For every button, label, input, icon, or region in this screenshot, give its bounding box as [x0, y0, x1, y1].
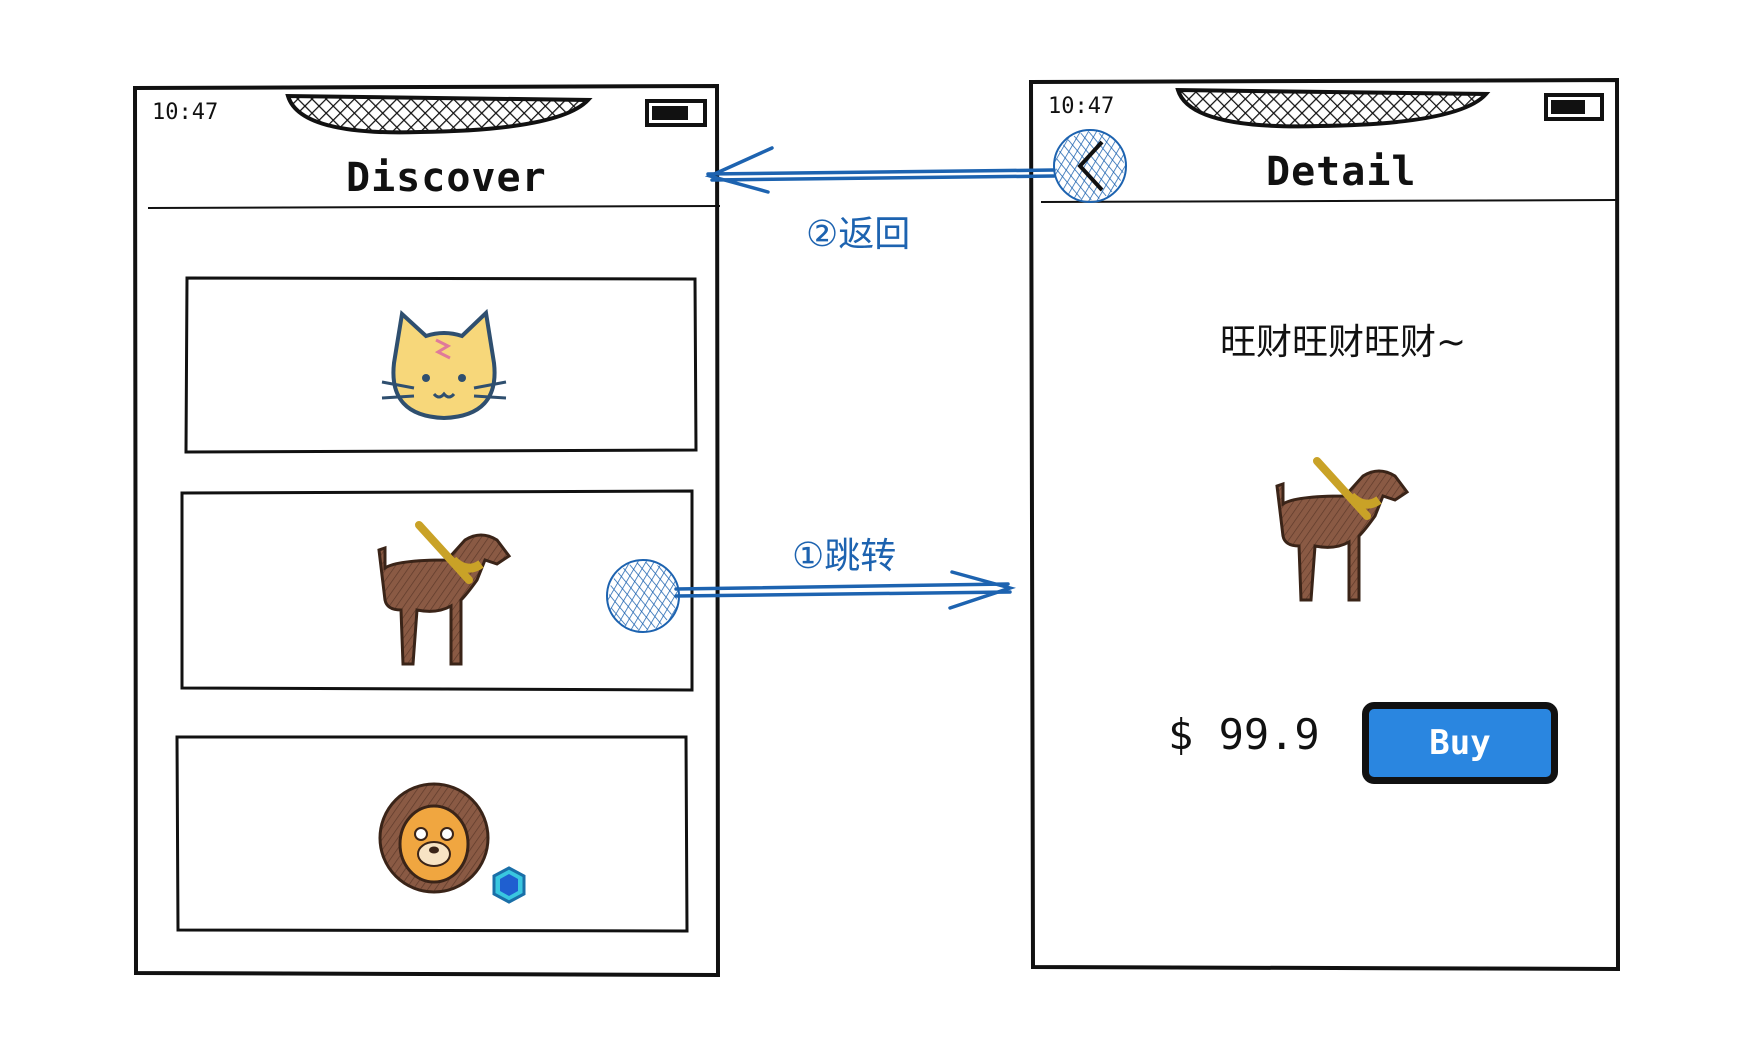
chevron-left-icon	[1077, 140, 1104, 192]
battery-icon	[645, 99, 707, 127]
discover-status-time: 10:47	[152, 100, 219, 125]
back-arrow	[704, 146, 1056, 194]
detail-status-time: 10:47	[1048, 94, 1115, 119]
buy-button[interactable]: Buy	[1362, 702, 1558, 784]
navigate-arrow	[674, 570, 1017, 610]
discover-page-title: Discover	[346, 155, 547, 201]
lion-icon	[378, 782, 526, 904]
dog-icon	[377, 521, 512, 666]
back-button[interactable]	[1053, 129, 1127, 203]
discover-phone	[132, 83, 721, 978]
back-label: ②返回	[806, 214, 911, 255]
discover-cards	[175, 276, 698, 933]
pet-name: 旺财旺财旺财~	[1220, 322, 1467, 363]
navigate-label: ①跳转	[792, 536, 897, 577]
card-dog	[180, 489, 694, 692]
dog-detail-image	[1275, 457, 1410, 602]
detail-phone	[1028, 77, 1621, 972]
tap-marker	[606, 559, 680, 633]
card-cat	[184, 276, 698, 454]
price-label: $ 99.9	[1168, 710, 1320, 759]
detail-page-title: Detail	[1266, 149, 1417, 195]
card-lion	[175, 735, 689, 933]
battery-icon	[1544, 93, 1604, 121]
cat-icon	[381, 308, 507, 421]
